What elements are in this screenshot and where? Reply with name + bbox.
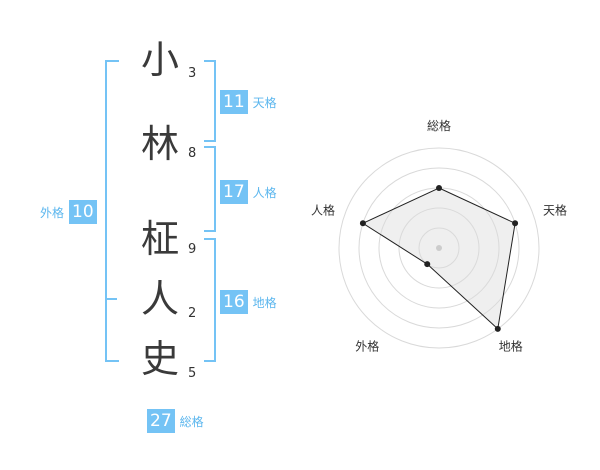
jinkaku-bracket [204,146,216,232]
gaikaku-badge: 外格 10 [40,200,97,224]
tenkaku-value: 11 [220,90,248,114]
soukaku-label: 総格 [179,414,204,429]
stroke-count-3: 9 [188,242,197,257]
radar-point-5 [359,220,366,227]
radar-ring [338,147,540,349]
name-char-1: 小 [141,38,180,82]
chikaku-bracket [204,238,216,362]
radar-center-dot [436,245,442,251]
radar-point-1 [436,185,442,191]
gaikaku-divider [105,298,117,300]
tenkaku-label: 天格 [252,95,277,110]
soukaku-value: 27 [147,409,175,433]
tenkaku-badge: 11 天格 [220,90,277,114]
radar-axis-label-5: 人格 [311,202,335,217]
name-char-2: 林 [141,122,180,166]
gaikaku-value: 10 [69,200,97,224]
jinkaku-value: 17 [220,180,248,204]
radar-axis-label-1: 総格 [427,118,451,133]
chikaku-label: 地格 [252,295,277,310]
radar-axis-label-3: 地格 [499,339,523,354]
stroke-count-2: 8 [188,146,197,161]
chikaku-value: 16 [220,290,248,314]
name-char-3: 柾 [141,217,180,261]
radar-point-3 [494,325,501,332]
radar-ring [398,207,480,289]
stroke-count-5: 5 [188,366,197,381]
chikaku-badge: 16 地格 [220,290,277,314]
gaikaku-bracket [105,60,119,362]
gaikaku-label: 外格 [40,205,65,220]
radar-series-polygon [361,187,516,330]
radar-ring [418,227,460,269]
soukaku-badge: 27 総格 [147,409,204,433]
tenkaku-bracket [204,60,216,142]
radar-axis-label-2: 天格 [543,202,567,217]
jinkaku-badge: 17 人格 [220,180,277,204]
name-char-4: 人 [141,277,180,321]
name-char-5: 史 [141,337,180,381]
radar-ring [358,167,520,329]
jinkaku-label: 人格 [252,185,277,200]
radar-axis-label-4: 外格 [355,339,379,354]
stroke-count-1: 3 [188,66,197,81]
radar-point-2 [512,220,519,227]
stroke-count-4: 2 [188,306,197,321]
radar-point-4 [424,261,431,268]
